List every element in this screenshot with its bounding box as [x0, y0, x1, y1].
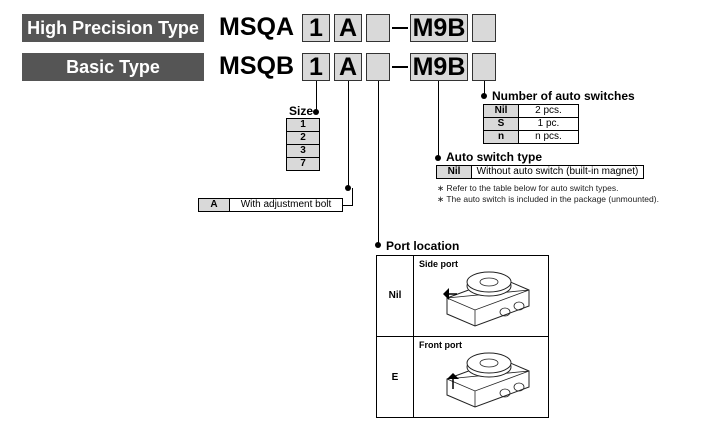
num-switch-code-box	[472, 14, 496, 42]
size-code-box: 1	[302, 53, 330, 81]
port-code-nil: Nil	[388, 290, 402, 301]
port-location-table: Nil Side port E Front port	[376, 255, 549, 418]
size-code-box: 1	[302, 14, 330, 42]
size-leader-line	[316, 81, 317, 112]
adjustment-connector-v	[352, 188, 353, 206]
port-location-title: Port location	[386, 239, 460, 253]
adjustment-leader-dot	[345, 185, 351, 191]
num-switch-code: S	[483, 117, 519, 131]
auto-switch-table: Nil Without auto switch (built-in magnet…	[436, 165, 644, 179]
adjustment-code: A	[198, 198, 230, 212]
num-switches-title: Number of auto switches	[492, 89, 635, 103]
num-switch-desc: 2 pcs.	[518, 104, 579, 118]
port-location-code-box	[366, 14, 390, 42]
adjustment-code-box: A	[334, 53, 362, 81]
size-option: 1	[286, 118, 320, 132]
high-precision-type-banner: High Precision Type	[22, 14, 204, 42]
side-port-label: Side port	[419, 259, 459, 269]
series-code-msqb: MSQB	[219, 52, 294, 80]
num-switch-desc: n pcs.	[518, 130, 579, 144]
code-dash	[392, 27, 408, 29]
series-code-msqa: MSQA	[219, 13, 294, 41]
num-switch-leader-line	[484, 81, 485, 96]
port-table-row-divider	[377, 336, 548, 337]
num-switch-leader-dot	[481, 93, 487, 99]
size-option: 2	[286, 131, 320, 145]
num-switch-code-box	[472, 53, 496, 81]
auto-switch-leader-line	[438, 81, 439, 158]
size-leader-dot	[313, 109, 319, 115]
port-location-leader-line	[378, 81, 379, 245]
port-location-code-box	[366, 53, 390, 81]
basic-type-banner: Basic Type	[22, 53, 204, 81]
size-title: Size	[289, 104, 314, 118]
num-switch-code: n	[483, 130, 519, 144]
adjustment-desc: With adjustment bolt	[229, 198, 343, 212]
size-option: 3	[286, 144, 320, 158]
port-code-e: E	[391, 372, 399, 383]
size-option: 7	[286, 157, 320, 171]
code-dash	[392, 66, 408, 68]
auto-switch-note: ∗ The auto switch is included in the pac…	[437, 194, 659, 204]
num-switch-code: Nil	[483, 104, 519, 118]
side-port-rotary-table-illustration	[443, 271, 530, 327]
auto-switch-code-box: M9B	[410, 53, 468, 81]
auto-switch-desc: Without auto switch (built-in magnet)	[471, 165, 644, 179]
front-port-label: Front port	[419, 340, 462, 350]
size-table: 1 2 3 7	[286, 118, 320, 171]
adjustment-leader-line	[348, 81, 349, 188]
auto-switch-title: Auto switch type	[446, 150, 543, 164]
auto-switch-note: ∗ Refer to the table below for auto swit…	[437, 183, 619, 193]
adjustment-code-box: A	[334, 14, 362, 42]
adjustment-connector	[342, 205, 352, 206]
auto-switch-leader-dot	[435, 155, 441, 161]
num-switch-desc: 1 pc.	[518, 117, 579, 131]
auto-switch-code: Nil	[436, 165, 472, 179]
adjustment-table: A With adjustment bolt	[198, 198, 343, 212]
auto-switch-code-box: M9B	[410, 14, 468, 42]
front-port-rotary-table-illustration	[446, 352, 530, 408]
port-location-leader-dot	[375, 242, 381, 248]
